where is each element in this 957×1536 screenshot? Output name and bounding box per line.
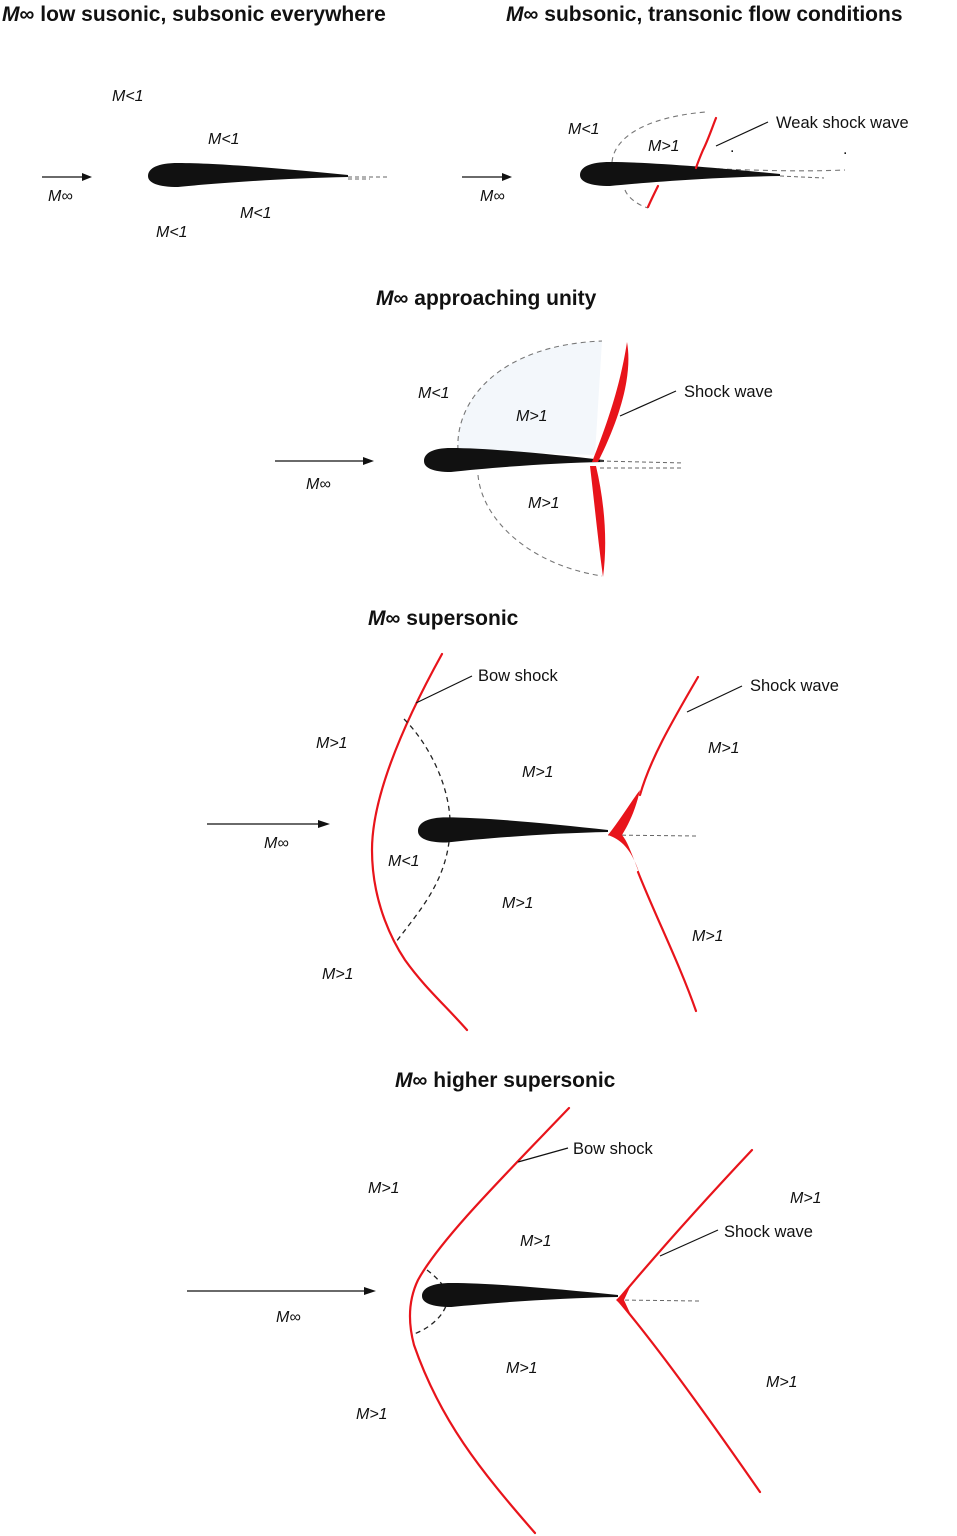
- sonic-line-upper: [611, 111, 706, 163]
- free-stream-arrow: [207, 820, 330, 828]
- free-stream-arrow: [42, 173, 92, 181]
- wake-line: [348, 176, 388, 180]
- mach-region: M>1: [368, 1180, 400, 1197]
- sonic-line-lower: [477, 474, 603, 577]
- airfoil: [422, 1283, 618, 1307]
- weak-shock-lower: [646, 184, 660, 209]
- free-stream-arrow: [275, 457, 374, 465]
- sonic-line: [395, 718, 451, 943]
- mach-region: M>1: [528, 495, 560, 512]
- leader-line: [715, 121, 769, 147]
- panel-title-m: M: [376, 287, 394, 310]
- mach-region: M>1: [506, 1360, 538, 1377]
- free-stream-mach: M∞: [264, 835, 289, 852]
- sonic-line-lower: [624, 189, 649, 209]
- free-stream-mach: M∞: [276, 1309, 301, 1326]
- shock-wave-upper: [638, 675, 700, 797]
- leader-line: [517, 1147, 569, 1163]
- weak-shock-upper: [694, 116, 718, 170]
- panel-title: M∞ low susonic, subsonic everywhere: [2, 3, 386, 26]
- leader-line: [619, 390, 677, 417]
- panel-approaching-unity: M∞ approaching unity M∞ Shock wave M<1 M…: [275, 287, 773, 577]
- supersonic-zone-upper: [457, 341, 602, 455]
- panel-low-subsonic: M∞ low susonic, subsonic everywhere M∞ M…: [2, 3, 388, 241]
- mach-region: M>1: [520, 1233, 552, 1250]
- shock-label: Bow shock: [573, 1140, 654, 1158]
- panel-title-m: M: [395, 1069, 413, 1092]
- mach-region: M>1: [502, 895, 534, 912]
- sonic-line-rear: [699, 167, 846, 172]
- shock-label: Weak shock wave: [776, 114, 909, 132]
- sonic-line: [413, 1269, 449, 1335]
- mach-region: M>1: [692, 928, 724, 945]
- leader-line: [686, 685, 743, 713]
- mach-region: M>1: [766, 1374, 798, 1391]
- wake-line: [617, 1299, 701, 1302]
- mach-region: M<1: [156, 224, 188, 241]
- shock-lower: [590, 466, 606, 577]
- airfoil: [418, 817, 608, 843]
- shock-label: Shock wave: [750, 677, 839, 695]
- shock-upper: [592, 342, 629, 462]
- shock-wave-lower: [616, 1298, 762, 1494]
- mach-region: M>1: [522, 764, 554, 781]
- sonic-line-upper: [457, 340, 603, 451]
- panel-title: M∞ approaching unity: [376, 287, 597, 310]
- leader-line: [415, 675, 473, 704]
- mach-region: M<1: [568, 121, 600, 138]
- panel-transonic: M∞ subsonic, transonic flow conditions M…: [462, 3, 909, 209]
- mach-region: M<1: [112, 88, 144, 105]
- panel-title: M∞ supersonic: [368, 607, 519, 630]
- shock-fan: [616, 1287, 630, 1313]
- airfoil: [148, 163, 348, 187]
- airfoil: [580, 162, 780, 186]
- shock-label: Shock wave: [684, 383, 773, 401]
- panel-title-text: ∞ approaching unity: [394, 287, 597, 310]
- shock-wave-upper: [616, 1148, 754, 1302]
- panel-supersonic: M∞ supersonic M∞ Bow shock Shock wave M>…: [207, 607, 839, 1032]
- mach-region: M>1: [316, 735, 348, 752]
- bow-shock: [408, 1106, 571, 1535]
- leader-line: [659, 1229, 719, 1257]
- panel-title-text: ∞ low susonic, subsonic everywhere: [20, 3, 386, 26]
- mach-region: M>1: [516, 408, 548, 425]
- panel-title-m: M: [506, 3, 524, 26]
- mach-region: M>1: [708, 740, 740, 757]
- free-stream-arrow: [187, 1287, 376, 1295]
- wake-line: [607, 834, 697, 837]
- shock-label: Bow shock: [478, 667, 559, 685]
- panel-higher-supersonic: M∞ higher supersonic M∞ Bow shock Shock …: [187, 1069, 822, 1535]
- free-stream-mach: M∞: [480, 188, 505, 205]
- panel-title: M∞ higher supersonic: [395, 1069, 616, 1092]
- panel-title-text: ∞ higher supersonic: [413, 1069, 616, 1092]
- mach-region: M>1: [790, 1190, 822, 1207]
- mach-region: M<1: [240, 205, 272, 222]
- free-stream-mach: M∞: [306, 476, 331, 493]
- wake-line: [779, 175, 825, 179]
- panel-title-text: ∞ supersonic: [386, 607, 519, 630]
- panel-title: M∞ subsonic, transonic flow conditions: [506, 3, 903, 26]
- panel-title-m: M: [368, 607, 386, 630]
- dot-mark: .: [730, 139, 734, 156]
- panel-title-m: M: [2, 3, 20, 26]
- mach-region: M<1: [388, 853, 420, 870]
- free-stream-mach: M∞: [48, 188, 73, 205]
- shock-wave-lower: [636, 870, 698, 1013]
- wake-line: [599, 460, 685, 469]
- dot-mark: .: [843, 141, 847, 158]
- bow-shock: [370, 652, 469, 1032]
- mach-region: M>1: [322, 966, 354, 983]
- mach-region: M<1: [418, 385, 450, 402]
- mach-region: M>1: [356, 1406, 388, 1423]
- shock-fan: [608, 790, 640, 875]
- panel-title-text: ∞ subsonic, transonic flow conditions: [524, 3, 903, 26]
- free-stream-arrow: [462, 173, 512, 181]
- mach-region: M>1: [648, 138, 680, 155]
- mach-region: M<1: [208, 131, 240, 148]
- shock-label: Shock wave: [724, 1223, 813, 1241]
